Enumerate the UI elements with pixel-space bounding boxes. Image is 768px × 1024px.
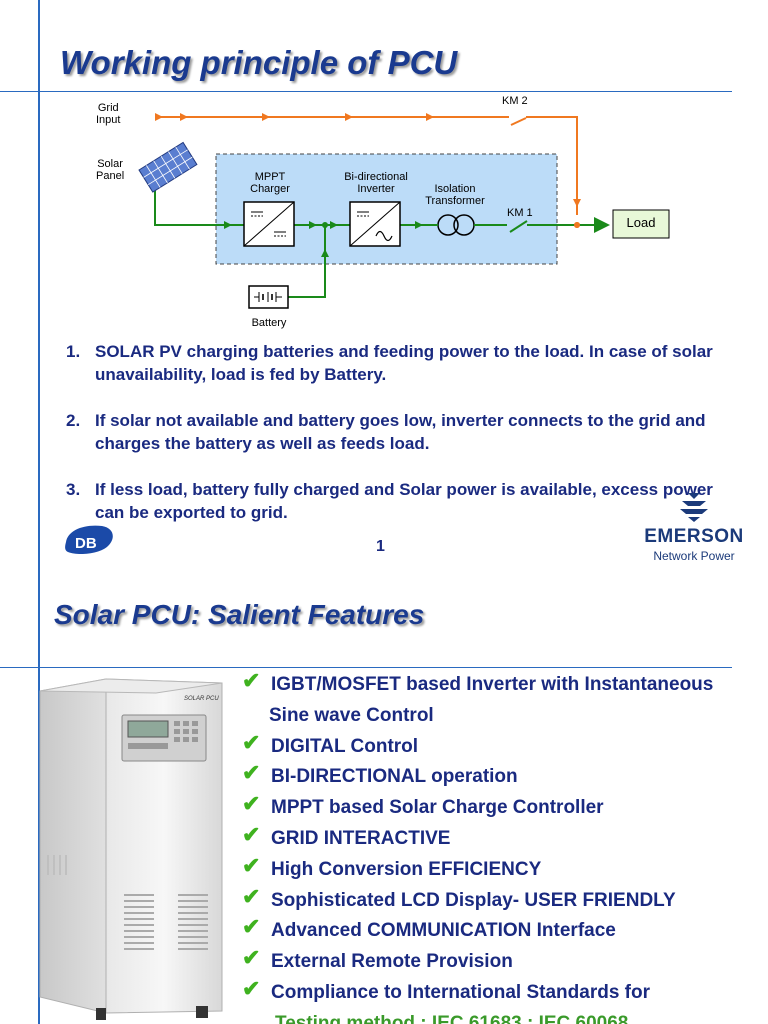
pcu-circuit-diagram (138, 113, 670, 309)
feature-text: MPPT based Solar Charge Controller (271, 797, 604, 819)
db-logo: DB (65, 525, 113, 554)
principle-list: 1. SOLAR PV charging batteries and feedin… (66, 340, 726, 547)
left-rule (38, 0, 40, 575)
grid-input-label: Grid Input (96, 102, 121, 126)
km1-label: KM 1 (507, 207, 533, 219)
transformer-label: Isolation Transformer (425, 183, 485, 207)
item-text: If solar not available and battery goes … (95, 411, 706, 453)
feature-text-continuation: Sine wave Control (269, 704, 434, 726)
svg-text:DB: DB (75, 535, 97, 552)
feature-text: BI-DIRECTIONAL operation (271, 766, 518, 788)
list-item: ✔ External Remote Provision (240, 945, 768, 978)
grid-line (155, 116, 578, 215)
list-item: ✔ DIGITAL Control (240, 730, 768, 763)
features-list: ✔ IGBT/MOSFET based Inverter with Instant… (240, 668, 768, 1024)
emerson-wordmark: EMERSON (644, 526, 744, 547)
feature-text: External Remote Provision (271, 951, 513, 973)
list-item: Testing method : IEC 61683 ; IEC 60068 (240, 1009, 768, 1024)
feature-text: Sophisticated LCD Display- USER FRIENDLY (271, 889, 676, 911)
standards-text: Testing method : IEC 61683 ; IEC 60068 (275, 1012, 629, 1024)
dc-ac-inverter-icon (349, 201, 401, 247)
list-item: 1. SOLAR PV charging batteries and feedin… (66, 340, 726, 386)
emerson-mark-icon (680, 493, 708, 522)
list-item: 3. If less load, battery fully charged an… (66, 478, 726, 524)
list-item: 2. If solar not available and battery goe… (66, 409, 726, 455)
checkmark-icon: ✔ (242, 945, 261, 971)
title-underline (0, 667, 732, 668)
left-rule (38, 575, 40, 1024)
slide-title: Working principle of PCU (60, 44, 458, 81)
list-item: ✔ GRID INTERACTIVE (240, 822, 768, 855)
feature-text: Compliance to International Standards fo… (271, 981, 650, 1003)
svg-text:SOLAR PCU: SOLAR PCU (184, 696, 219, 702)
load-box (612, 209, 670, 239)
km2-label: KM 2 (502, 95, 528, 107)
feature-text: High Conversion EFFICIENCY (271, 858, 542, 880)
solar-arrows (224, 221, 423, 257)
feature-text: IGBT/MOSFET based Inverter with Instanta… (271, 674, 714, 695)
inverter-label: Bi-directional Inverter (344, 171, 408, 195)
list-item: ✔ High Conversion EFFICIENCY (240, 853, 768, 886)
item-number: 1. (66, 342, 81, 361)
emerson-subtitle: Network Power (653, 549, 735, 563)
checkmark-icon: ✔ (242, 821, 261, 847)
list-item: ✔ Advanced COMMUNICATION Interface (240, 914, 768, 947)
title-underline (0, 91, 732, 92)
list-item: ✔ IGBT/MOSFET based Inverter with Instant… (240, 668, 768, 701)
slide-working-principle: Working principle of PCU (0, 0, 760, 575)
solar-pcu-cabinet-image: SOLAR PCU (39, 678, 223, 1020)
feature-text: Advanced COMMUNICATION Interface (271, 920, 616, 942)
item-number: 3. (66, 480, 81, 499)
checkmark-icon: ✔ (242, 852, 261, 878)
solar-panel-icon (138, 141, 198, 193)
item-text: SOLAR PV charging batteries and feeding … (95, 342, 713, 384)
checkmark-icon: ✔ (242, 668, 261, 693)
list-item: ✔ Compliance to International Standards f… (240, 976, 768, 1009)
page-number: 1 (376, 538, 385, 555)
slide-title: Solar PCU: Salient Features (54, 599, 425, 630)
load-label: Load (626, 215, 656, 230)
battery-icon (248, 285, 289, 309)
checkmark-icon: ✔ (242, 760, 261, 786)
checkmark-icon: ✔ (242, 791, 261, 817)
feature-text: GRID INTERACTIVE (271, 827, 451, 849)
checkmark-icon: ✔ (242, 883, 261, 909)
list-item: ✔ BI-DIRECTIONAL operation (240, 760, 768, 793)
item-text: If less load, battery fully charged and … (95, 480, 713, 522)
list-item: ✔ Sophisticated LCD Display- USER FRIENDL… (240, 884, 768, 917)
checkmark-icon: ✔ (242, 975, 261, 1001)
feature-text: DIGITAL Control (271, 735, 419, 757)
dc-dc-converter-icon (243, 201, 295, 247)
checkmark-icon: ✔ (242, 729, 261, 755)
slide-salient-features: Solar PCU: Salient Features SOLAR PCU (0, 575, 768, 1024)
list-item: ✔ MPPT based Solar Charge Controller (240, 791, 768, 824)
solar-panel-label: Solar Panel (96, 158, 125, 182)
checkmark-icon: ✔ (242, 914, 261, 940)
emerson-logo: EMERSON Network Power (628, 489, 760, 565)
battery-label: Battery (251, 317, 287, 329)
item-number: 2. (66, 411, 81, 430)
mppt-charger-label: MPPT Charger (250, 171, 290, 195)
list-item: Sine wave Control (240, 701, 768, 732)
